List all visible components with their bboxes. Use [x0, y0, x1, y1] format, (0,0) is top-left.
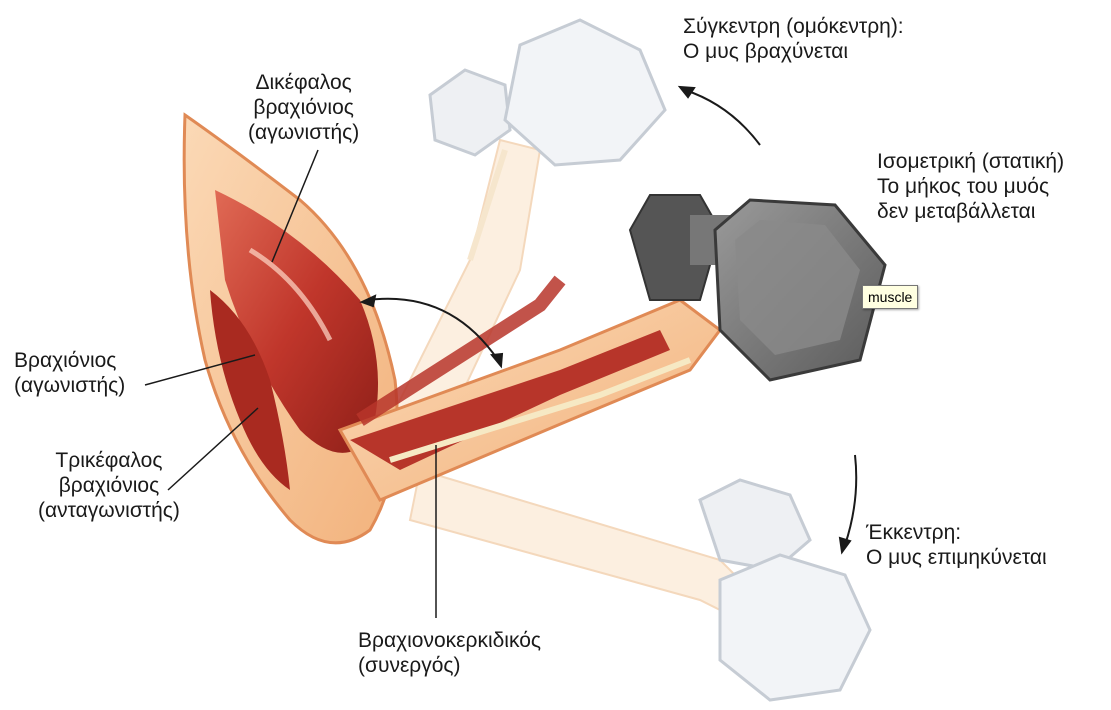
ghost-forearm-down	[410, 470, 760, 620]
ghost-dumbbell-down	[700, 480, 870, 700]
upper-arm	[184, 115, 397, 543]
label-isometric-line1: Ισομετρική (στατική)	[877, 149, 1064, 174]
label-biceps-line3: (αγωνιστής)	[248, 120, 359, 145]
label-isometric: Ισομετρική (στατική) Το μήκος του μυός δ…	[877, 149, 1064, 224]
label-triceps: Τρικέφαλος βραχιόνιος (ανταγωνιστής)	[38, 448, 180, 523]
label-brachioradialis: Βραχιονοκερκιδικός (συνεργός)	[358, 628, 541, 678]
label-biceps: Δικέφαλος βραχιόνιος (αγωνιστής)	[248, 70, 359, 145]
label-isometric-line3: δεν μεταβάλλεται	[877, 199, 1064, 224]
label-brachioradialis-line2: (συνεργός)	[358, 653, 541, 678]
label-biceps-line1: Δικέφαλος	[248, 70, 359, 95]
concentric-arrow	[685, 90, 760, 145]
label-triceps-line1: Τρικέφαλος	[38, 448, 180, 473]
forearm	[340, 280, 720, 500]
eccentric-arrow	[845, 455, 856, 545]
label-eccentric-line2: Ο μυς επιμηκύνεται	[866, 545, 1047, 570]
label-brachioradialis-line1: Βραχιονοκερκιδικός	[358, 628, 541, 653]
label-brachialis-line2: (αγωνιστής)	[14, 373, 125, 398]
label-eccentric: Έκκεντρη: Ο μυς επιμηκύνεται	[866, 520, 1047, 570]
label-brachialis: Βραχιόνιος (αγωνιστής)	[14, 348, 125, 398]
label-concentric: Σύγκεντρη (ομόκεντρη): Ο μυς βραχύνεται	[683, 14, 904, 64]
tooltip: muscle	[862, 285, 918, 309]
label-brachialis-line1: Βραχιόνιος	[14, 348, 125, 373]
label-biceps-line2: βραχιόνιος	[248, 95, 359, 120]
label-isometric-line2: Το μήκος του μυός	[877, 174, 1064, 199]
label-concentric-line1: Σύγκεντρη (ομόκεντρη):	[683, 14, 904, 39]
label-concentric-line2: Ο μυς βραχύνεται	[683, 39, 904, 64]
label-eccentric-line1: Έκκεντρη:	[866, 520, 1047, 545]
label-triceps-line2: βραχιόνιος	[38, 473, 180, 498]
label-triceps-line3: (ανταγωνιστής)	[38, 498, 180, 523]
ghost-dumbbell-up	[430, 20, 665, 165]
